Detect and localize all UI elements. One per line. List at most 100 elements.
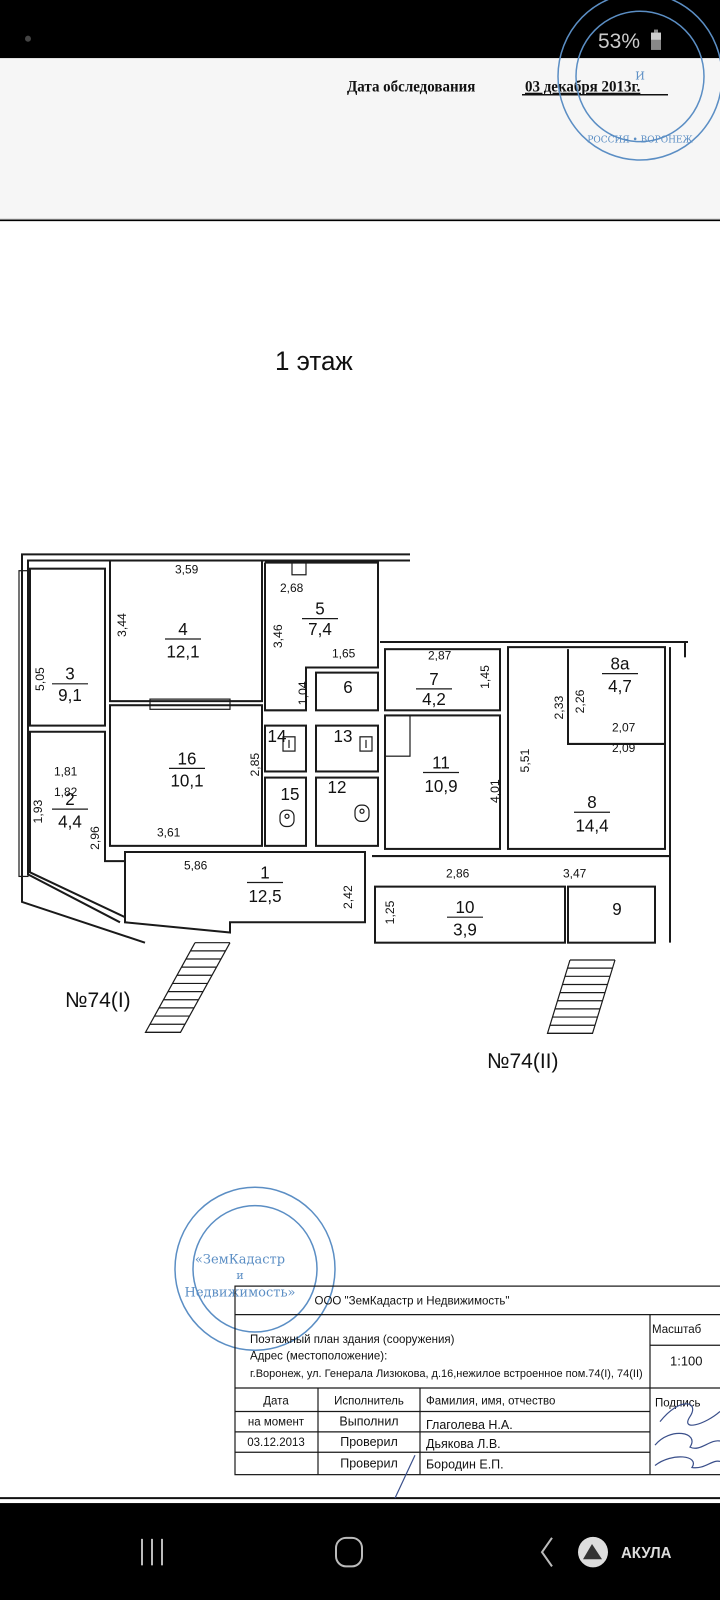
room-area: 9,1: [58, 685, 82, 705]
battery-icon: [651, 29, 661, 50]
dim: 5,05: [33, 667, 47, 691]
room-number: 15: [281, 784, 300, 804]
toilet-icon: [354, 804, 370, 823]
dim: 1,93: [31, 799, 45, 823]
status-bar: [0, 0, 720, 59]
room-5: [264, 561, 379, 712]
room-10: [374, 885, 566, 944]
room-7: [384, 648, 501, 712]
dim: 2,26: [573, 689, 587, 713]
room-number: 3: [65, 664, 74, 684]
stair-outline: [546, 959, 616, 1034]
room-label: 24,4: [52, 789, 88, 832]
room-label: 9: [612, 899, 621, 919]
room-14: [264, 724, 307, 773]
address-label: Адрес (местоположение):: [250, 1349, 387, 1362]
room-area: 7,4: [308, 619, 332, 639]
unit-label-left: №74(I): [65, 989, 131, 1012]
dim: 3,47: [563, 866, 587, 880]
room-label: 14: [268, 726, 287, 746]
room-area: 14,4: [575, 815, 609, 835]
brand-watermark: АКУЛА: [621, 1545, 671, 1562]
stair-outline: [144, 942, 231, 1033]
partition-opening: [149, 698, 231, 710]
home-button[interactable]: [335, 1536, 363, 1568]
svg-text:и: и: [236, 1269, 243, 1282]
room-number: 5: [315, 598, 324, 618]
dim: 4,01: [488, 779, 502, 803]
room-8: [507, 646, 666, 850]
battery-percent: 53%: [598, 30, 640, 53]
room-number: 13: [334, 726, 353, 746]
room-label: 814,4: [574, 792, 610, 836]
svg-text:Проверил: Проверил: [340, 1435, 398, 1449]
akula-logo-icon: [578, 1536, 608, 1568]
company-name: ООО "ЗемКадастр и Недвижимость": [315, 1294, 510, 1307]
dim: 3,59: [175, 563, 199, 577]
room-label: 74,2: [416, 669, 452, 709]
dim: 2,86: [446, 866, 470, 880]
sink-icon: [282, 736, 296, 752]
room-number: 8: [587, 792, 596, 812]
svg-text:Дьякова Л.В.: Дьякова Л.В.: [426, 1437, 501, 1451]
dim: 5,86: [184, 858, 208, 872]
room-11: [384, 714, 501, 850]
header-signature: Подпись: [655, 1396, 701, 1409]
room-label: 57,4: [302, 598, 338, 639]
title-block: ООО "ЗемКадастр и Недвижимость" Поэтажны…: [0, 1285, 720, 1500]
stamp-bottom: «ЗемКадастр и Недвижимость»: [174, 1186, 336, 1352]
dim: 1,82: [54, 785, 78, 799]
svg-text:Глаголева Н.А.: Глаголева Н.А.: [426, 1418, 513, 1432]
dim: 3,61: [157, 826, 181, 840]
stairs-right: [546, 959, 616, 1034]
back-button[interactable]: [540, 1537, 553, 1567]
room-number: 9: [612, 899, 621, 919]
dim: 2,68: [280, 581, 304, 595]
room-area: 12,1: [166, 641, 199, 661]
svg-text:03.12.2013: 03.12.2013: [247, 1436, 305, 1449]
dim: 1,04: [296, 681, 310, 705]
svg-text:Проверил: Проверил: [340, 1456, 398, 1470]
dim: 3,46: [271, 624, 285, 648]
room-label: 8а4,7: [602, 653, 638, 696]
room-area: 4,2: [422, 689, 446, 709]
room-number: 10: [456, 897, 475, 917]
dim: 2,33: [552, 695, 566, 719]
table-row: на момент Выполнил Глаголева Н.А.: [248, 1415, 513, 1432]
sink-icon: [359, 736, 373, 752]
scale-value: 1:100: [670, 1353, 703, 1368]
room-13: [315, 724, 379, 773]
dim: 2,09: [612, 741, 636, 755]
dim: 1,45: [478, 665, 492, 689]
svg-text:на момент: на момент: [248, 1416, 305, 1429]
survey-date-label: Дата обследования: [347, 80, 475, 96]
header-name: Фамилия, имя, отчество: [426, 1394, 555, 1407]
dimension-labels: 3,59 2,68 3,44 3,46 5,05 1,65 2,87 1,45 …: [31, 563, 636, 925]
room-number: 14: [268, 726, 287, 746]
notification-dot-icon: [25, 35, 31, 42]
recent-apps-button[interactable]: [141, 1538, 163, 1566]
dim: 5,51: [518, 748, 532, 772]
header-executor: Исполнитель: [334, 1394, 404, 1407]
stamp-top: И РОССИЯ • ВОРОНЕЖ: [557, 0, 720, 161]
room-label: 412,1: [165, 619, 201, 661]
room-number: 8а: [611, 653, 630, 673]
room-area: 3,9: [453, 919, 477, 939]
room-label: 13: [334, 726, 353, 746]
svg-text:«ЗемКадастр: «ЗемКадастр: [195, 1253, 285, 1268]
scale-label: Масштаб: [652, 1323, 702, 1336]
room-label: 112,5: [247, 862, 283, 906]
room-area: 12,5: [248, 886, 281, 906]
dim: 2,42: [341, 885, 355, 909]
room-number: 11: [432, 752, 450, 772]
header-date: Дата: [263, 1394, 289, 1407]
svg-text:И: И: [635, 69, 645, 82]
room-label: 12: [328, 777, 347, 797]
room-number: 2: [65, 789, 74, 809]
room-9: [567, 885, 656, 944]
dim: 2,07: [612, 721, 636, 735]
room-1: [124, 850, 366, 934]
